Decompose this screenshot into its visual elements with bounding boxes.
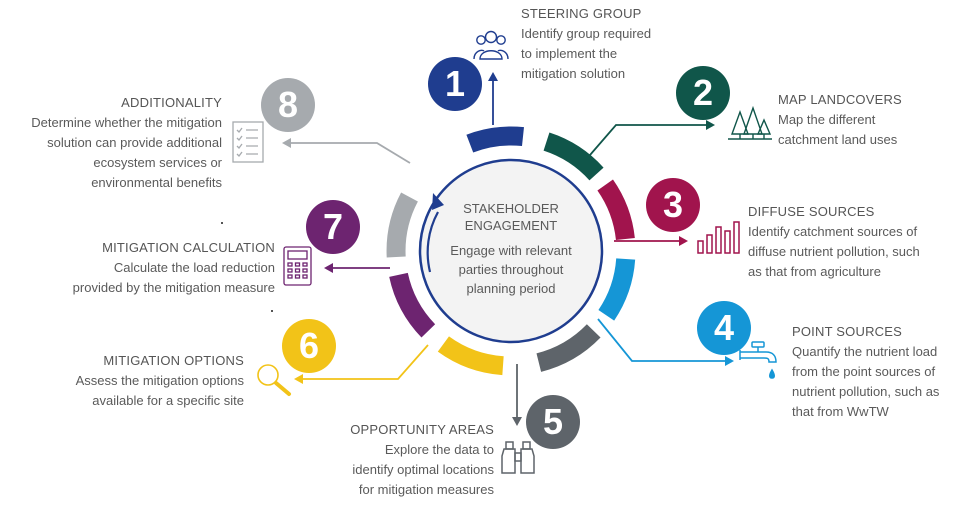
step-1-title: STEERING GROUP — [521, 6, 642, 21]
step-badge-4 — [697, 301, 751, 355]
connector-line-4 — [597, 318, 726, 362]
step-badge-3 — [646, 178, 700, 232]
step-5-description: Explore the data to identify optimal loc… — [352, 442, 494, 497]
step-2-title: MAP LANDCOVERS — [778, 92, 902, 107]
step-1-text: STEERING GROUP Identify group required t… — [521, 4, 721, 84]
ring-segment-5 — [536, 324, 601, 372]
connector-line-2 — [589, 124, 707, 156]
connector-lines — [282, 72, 734, 426]
step-badge-8 — [261, 78, 315, 132]
connector-arrowhead-4 — [725, 356, 734, 366]
inner-cycle-arrow — [426, 211, 439, 273]
tap-icon — [739, 341, 777, 379]
connector-arrowhead-8 — [282, 138, 291, 148]
center-title: STAKEHOLDER ENGAGEMENT — [463, 201, 559, 233]
step-badge-2 — [676, 66, 730, 120]
step-icons — [232, 30, 777, 474]
step-number-6: 6 — [299, 325, 319, 366]
ring-segment-6 — [437, 336, 504, 376]
connector-arrowhead-1 — [488, 72, 498, 81]
ring-segment-8 — [386, 192, 419, 258]
step-3-title: DIFFUSE SOURCES — [748, 204, 875, 219]
step-2-text: MAP LANDCOVERS Map the different catchme… — [778, 90, 948, 150]
bar-chart-icon — [697, 221, 740, 254]
step-7-title: MITIGATION CALCULATION — [102, 240, 275, 255]
step-3-text: DIFFUSE SOURCES Identify catchment sourc… — [748, 202, 953, 282]
step-badge-1 — [428, 57, 482, 111]
center-disc — [418, 158, 604, 344]
step-5-title: OPPORTUNITY AREAS — [350, 422, 494, 437]
step-badge-7 — [306, 200, 360, 254]
step-badge-6 — [282, 319, 336, 373]
center-description: Engage with relevant parties throughout … — [450, 243, 572, 296]
stray-dot — [221, 222, 223, 224]
step-6-description: Assess the mitigation options available … — [75, 373, 244, 408]
inner-cycle-arrowhead — [432, 193, 444, 210]
connector-line-6 — [302, 344, 429, 380]
step-badges: 1 2 3 4 5 6 7 8 — [261, 57, 751, 449]
step-number-3: 3 — [663, 184, 683, 225]
step-6-title: MITIGATION OPTIONS — [103, 353, 244, 368]
connector-arrowhead-7 — [324, 263, 333, 273]
step-8-title: ADDITIONALITY — [121, 95, 222, 110]
magnifier-icon — [257, 364, 291, 396]
ring-segment-2 — [543, 132, 604, 181]
connector-line-8 — [290, 142, 411, 164]
checklist-icon — [232, 121, 264, 163]
step-number-7: 7 — [323, 206, 343, 247]
step-8-text: ADDITIONALITY Determine whether the miti… — [10, 93, 222, 193]
step-number-8: 8 — [278, 84, 298, 125]
step-7-description: Calculate the load reduction provided by… — [72, 260, 275, 295]
step-4-title: POINT SOURCES — [792, 324, 902, 339]
connector-arrowhead-6 — [294, 374, 303, 384]
ring-segment-1 — [466, 126, 524, 153]
step-4-text: POINT SOURCES Quantify the nutrient load… — [792, 322, 957, 422]
step-3-description: Identify catchment sources of diffuse nu… — [748, 224, 920, 279]
calculator-icon — [283, 246, 312, 286]
step-4-description: Quantify the nutrient load from the poin… — [792, 344, 940, 419]
connector-arrowhead-5 — [512, 417, 522, 426]
people-icon — [473, 30, 509, 60]
stray-dot — [271, 310, 273, 312]
step-1-description: Identify group required to implement the… — [521, 26, 652, 81]
center-hub — [418, 158, 604, 344]
step-number-5: 5 — [543, 401, 563, 442]
trees-icon — [728, 105, 772, 140]
step-number-2: 2 — [693, 72, 713, 113]
step-6-text: MITIGATION OPTIONS Assess the mitigation… — [40, 351, 244, 411]
binoculars-icon — [501, 441, 535, 474]
ring-segment-4 — [598, 258, 636, 321]
connector-arrowhead-3 — [679, 236, 688, 246]
step-2-description: Map the different catchment land uses — [778, 112, 898, 147]
connector-arrowhead-2 — [706, 120, 715, 130]
step-number-4: 4 — [714, 307, 734, 348]
step-number-1: 1 — [445, 63, 465, 104]
step-7-text: MITIGATION CALCULATION Calculate the loa… — [40, 238, 275, 298]
outer-ring — [386, 126, 636, 376]
step-8-description: Determine whether the mitigation solutio… — [31, 115, 222, 190]
ring-segment-7 — [389, 272, 436, 338]
step-5-text: OPPORTUNITY AREAS Explore the data to id… — [296, 420, 494, 500]
ring-segment-3 — [597, 179, 635, 241]
step-badge-5 — [526, 395, 580, 449]
